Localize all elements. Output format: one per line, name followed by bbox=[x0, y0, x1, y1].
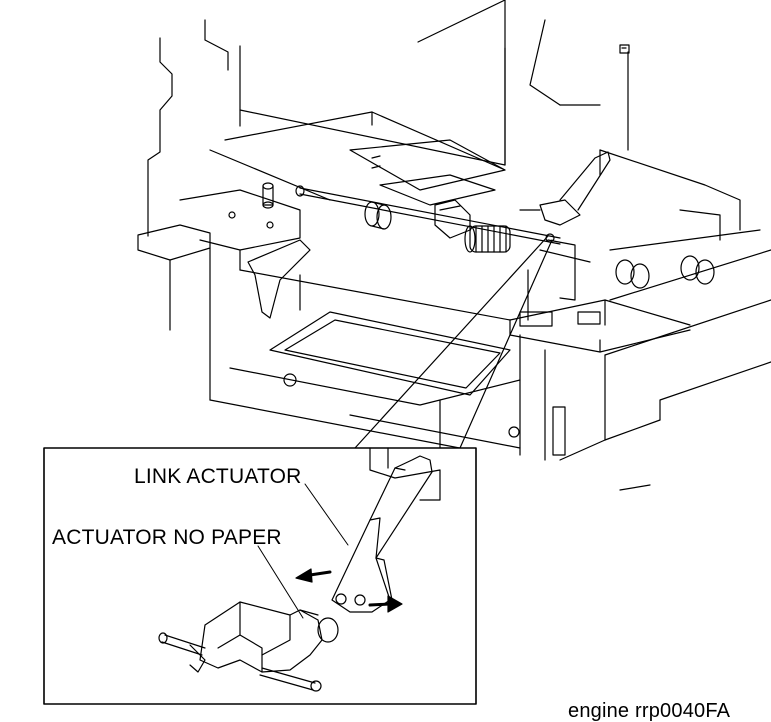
guide-pin bbox=[263, 183, 273, 208]
callout-wedge bbox=[355, 234, 554, 448]
engine-frame bbox=[148, 0, 740, 236]
right-assembly bbox=[510, 152, 771, 490]
paper-tray bbox=[210, 270, 520, 450]
left-bracket bbox=[138, 190, 310, 400]
actuator-no-paper-label: ACTUATOR NO PAPER bbox=[52, 527, 282, 548]
feed-shaft bbox=[296, 186, 560, 252]
link-actuator-label: LINK ACTUATOR bbox=[134, 466, 302, 487]
figure-code: engine rrp0040FA bbox=[568, 701, 730, 721]
